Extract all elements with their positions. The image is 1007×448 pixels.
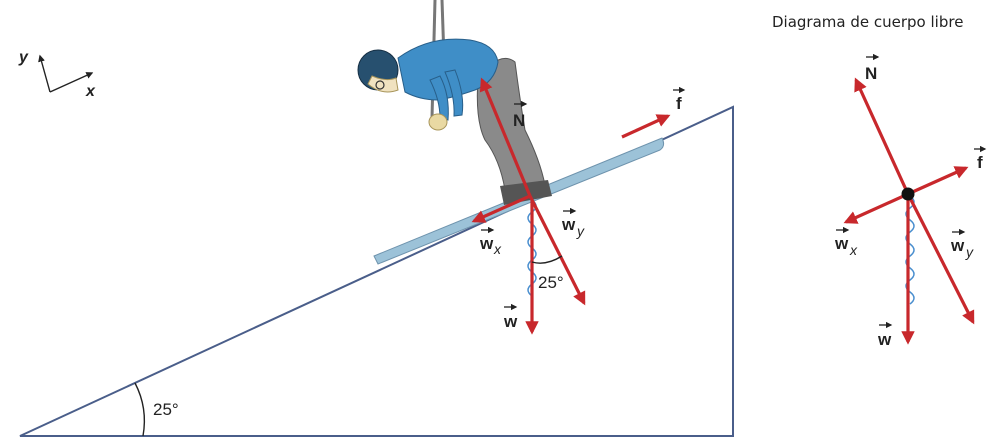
- fbd-weight-x-arrow: [843, 192, 909, 224]
- fbd-label-friction: f: [974, 145, 987, 172]
- label-friction: f: [673, 86, 686, 113]
- skier: [357, 0, 665, 265]
- label-weight-x: w x: [479, 226, 502, 257]
- label-weight-y: w y: [561, 207, 585, 239]
- weight-y-arrow: [528, 195, 586, 306]
- friction-force-arrow: [621, 114, 671, 139]
- label-normal: N: [513, 100, 528, 130]
- svg-text:y: y: [965, 244, 974, 260]
- weight-x-arrow: [471, 194, 531, 223]
- incline-angle-label: 25°: [153, 400, 179, 419]
- fbd-label-weight: w: [877, 321, 893, 349]
- fbd-label-weight-y: w y: [950, 228, 974, 260]
- svg-text:w: w: [503, 312, 518, 331]
- fbd-vectors: [843, 77, 975, 345]
- free-body-diagram-title: Diagrama de cuerpo libre: [772, 13, 963, 31]
- skier-force-vectors: [471, 77, 671, 335]
- incline-angle-arc: [134, 382, 146, 437]
- fbd-label-weight-x: w x: [834, 226, 858, 258]
- fbd-normal-arrow: [854, 77, 910, 195]
- fbd-labels: N f w x w y w: [834, 53, 987, 349]
- label-weight: w: [503, 303, 518, 331]
- svg-text:x: x: [493, 241, 502, 257]
- svg-text:N: N: [513, 111, 525, 130]
- svg-text:f: f: [977, 153, 983, 172]
- svg-text:w: w: [877, 330, 892, 349]
- fbd-point-mass: [901, 187, 915, 201]
- incline-plane: 25°: [19, 105, 734, 437]
- svg-text:N: N: [865, 64, 877, 83]
- fbd-weight-y-arrow: [906, 193, 975, 325]
- fbd-friction-arrow: [907, 166, 969, 196]
- svg-text:y: y: [576, 223, 585, 239]
- svg-text:x: x: [849, 242, 858, 258]
- svg-text:f: f: [676, 94, 682, 113]
- svg-text:w: w: [479, 234, 494, 253]
- axes-icon: y x: [18, 49, 96, 100]
- normal-force-arrow: [479, 77, 532, 197]
- svg-text:w: w: [561, 215, 576, 234]
- tilt-angle-arc: [531, 255, 563, 264]
- axis-y-label: y: [18, 49, 29, 66]
- skier-force-labels: N f w x w y w 25°: [479, 86, 686, 331]
- svg-text:w: w: [950, 236, 965, 255]
- fbd-spring-icon: [905, 195, 915, 305]
- svg-text:w: w: [834, 234, 849, 253]
- fbd-label-normal: N: [865, 53, 880, 83]
- axis-x-label: x: [85, 83, 96, 100]
- tilt-angle-label: 25°: [538, 273, 564, 292]
